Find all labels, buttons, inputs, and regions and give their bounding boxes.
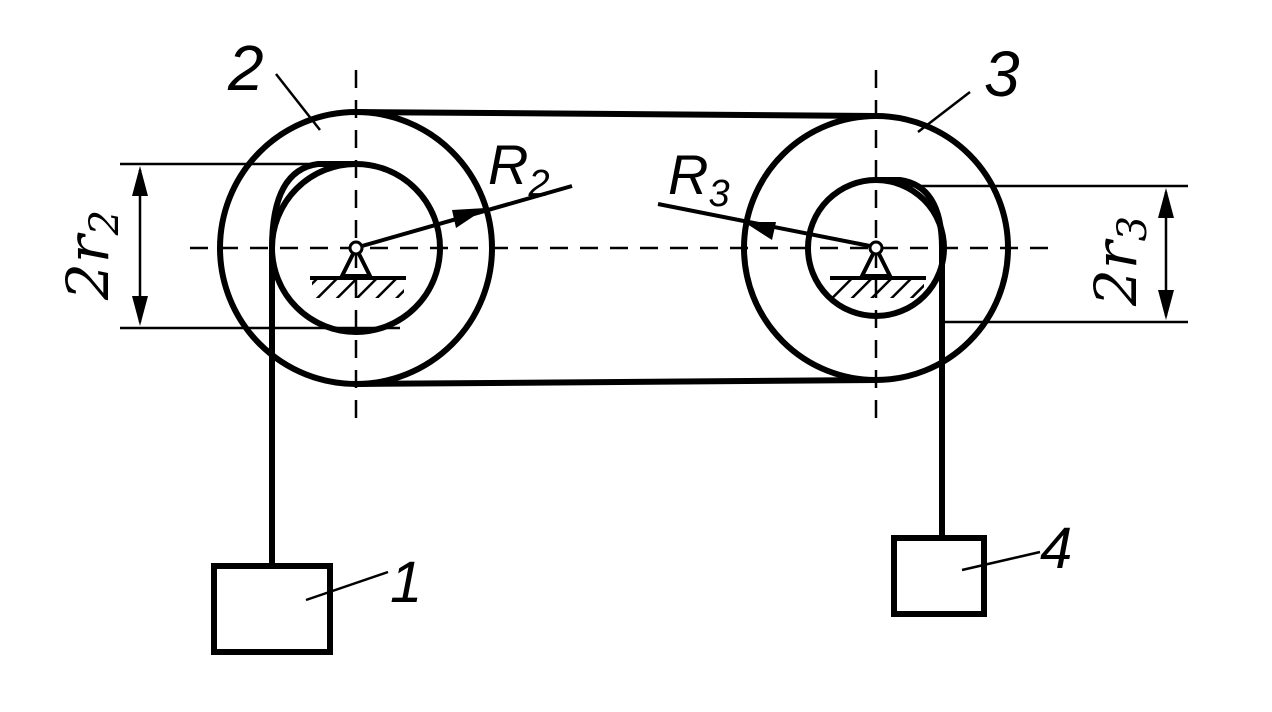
body-4: [891, 535, 987, 617]
pulley2-ground-hatch: [312, 278, 404, 298]
pulley2-axle: [348, 240, 364, 256]
label-2r2: 2r2: [54, 210, 128, 301]
r3-arrow-bottom: [1158, 290, 1174, 320]
R2-arrowhead: [452, 208, 486, 228]
body1-leader: [305, 570, 389, 602]
label-body-1: 1: [390, 550, 422, 615]
pulley3-leader: [917, 91, 971, 133]
r2-arrow-bottom: [132, 296, 148, 326]
label-R2: R2: [488, 133, 550, 205]
r3-arrow-top: [1158, 188, 1174, 218]
label-pulley-2: 2: [227, 32, 264, 104]
pulley3-ground-hatch: [832, 278, 924, 298]
label-pulley-3: 3: [984, 38, 1020, 110]
body4-leader: [961, 550, 1041, 572]
label-body-4: 4: [1040, 516, 1072, 581]
rope-to-body-4: [876, 177, 945, 538]
R3-arrowhead: [744, 222, 776, 240]
belt-bottom: [355, 377, 877, 387]
belt-top: [355, 109, 877, 119]
label-2r3: 2r3: [1082, 216, 1156, 307]
r2-arrow-top: [132, 166, 148, 196]
body-1: [211, 563, 333, 655]
label-R3: R3: [668, 143, 730, 215]
pulley2-leader: [275, 73, 321, 131]
pulley3-axle: [868, 240, 884, 256]
